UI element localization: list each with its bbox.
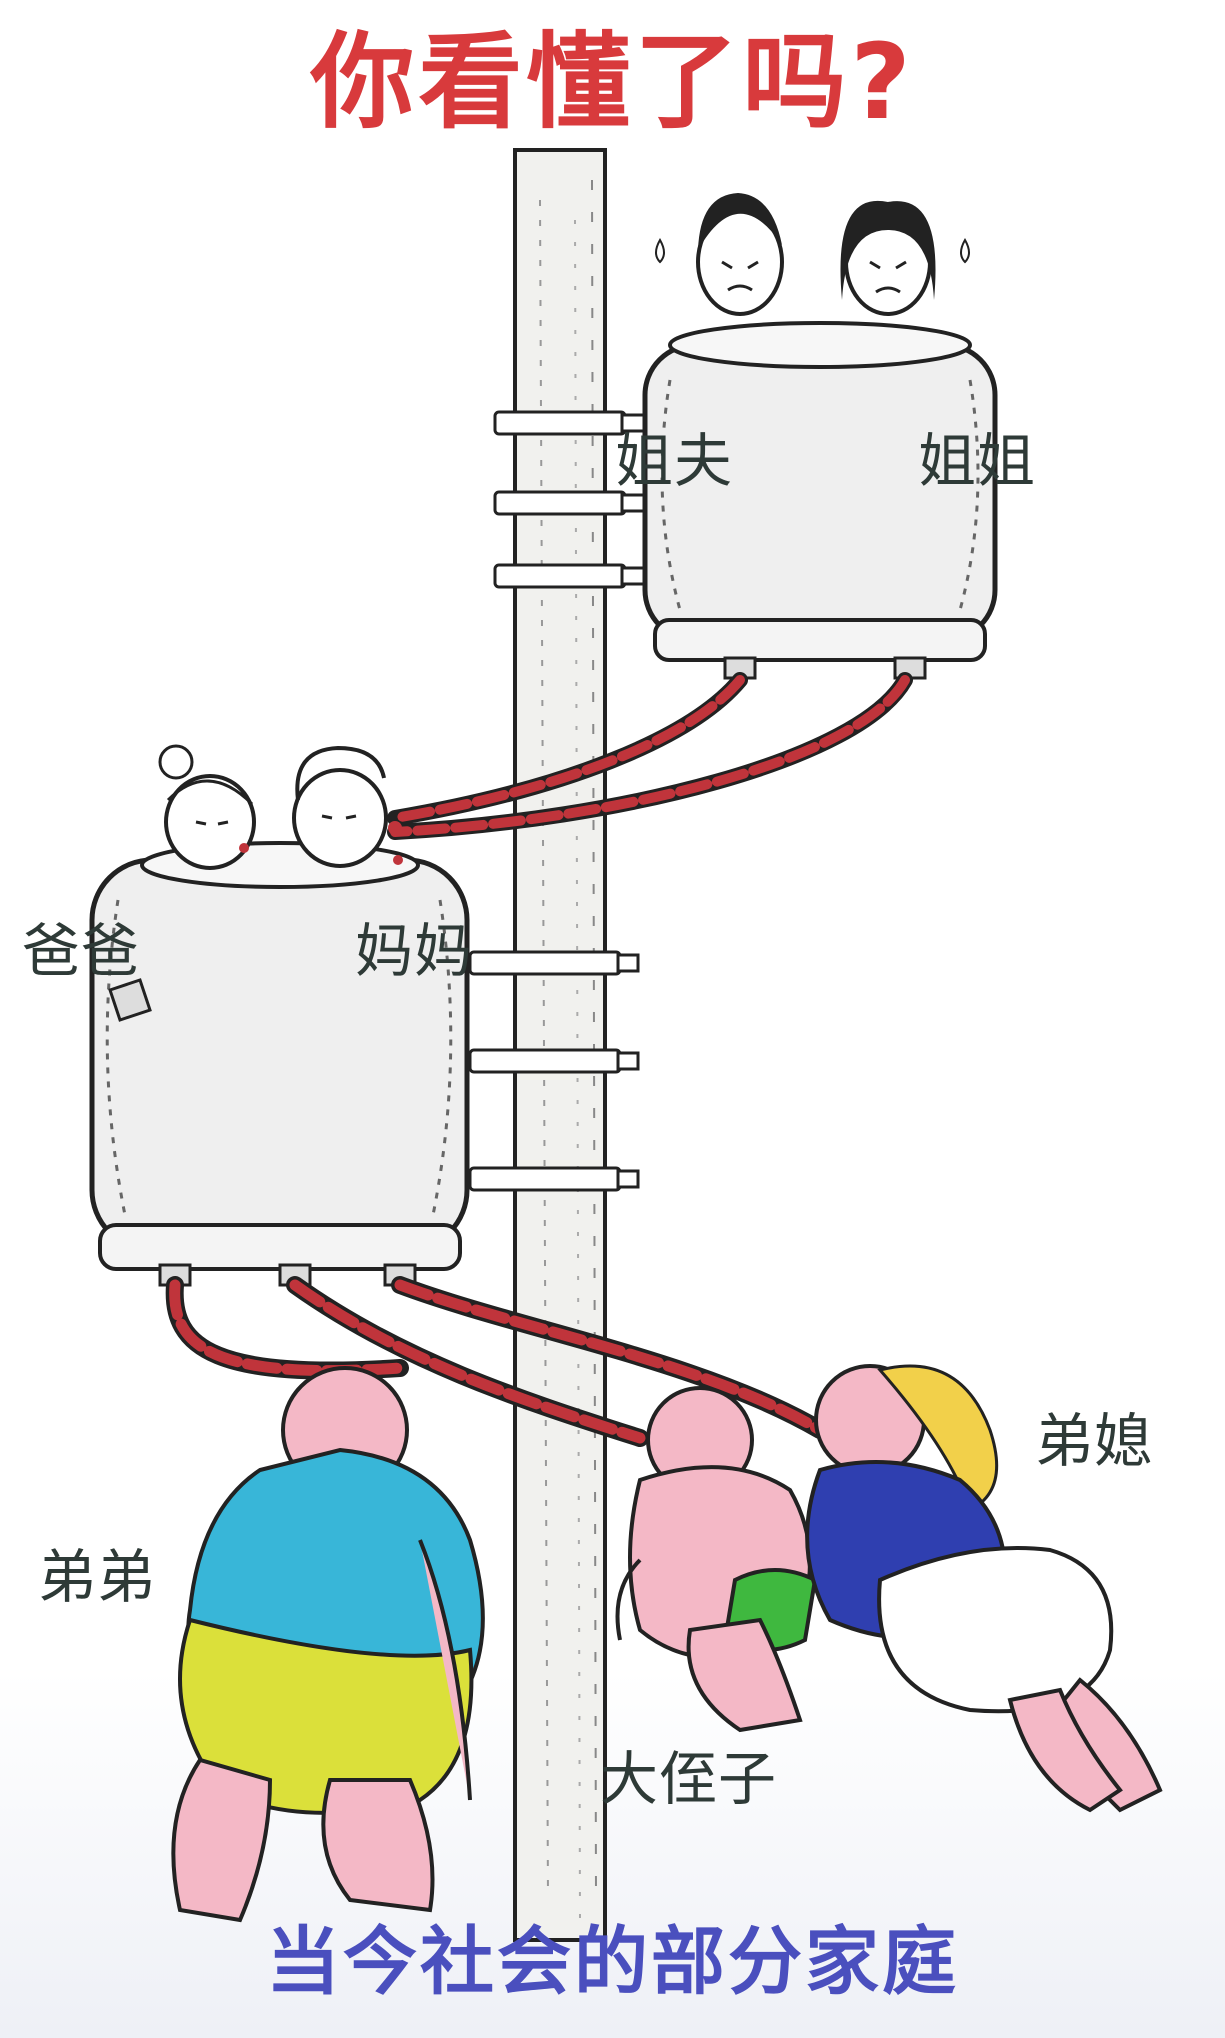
label-brother-in-law: 姐夫 xyxy=(615,427,734,495)
mother-head xyxy=(158,744,256,870)
upper-tank-clamps xyxy=(493,410,646,589)
upper-water-tank xyxy=(642,321,998,680)
lower-water-tank xyxy=(89,841,470,1287)
utility-pole xyxy=(513,148,607,1942)
label-mother: 妈妈 xyxy=(355,917,474,985)
father-head xyxy=(292,745,403,868)
label-sister: 姐姐 xyxy=(918,427,1037,495)
label-nephew: 大侄子 xyxy=(600,1745,778,1813)
label-father: 爸爸 xyxy=(22,917,141,985)
page-title: 你看懂了吗? xyxy=(310,21,915,143)
brother-in-law-head xyxy=(655,193,784,316)
pipes-upper xyxy=(387,672,913,840)
lower-tank-clamps xyxy=(468,950,640,1192)
label-brother: 弟弟 xyxy=(38,1543,157,1611)
nephew-figure xyxy=(615,1386,818,1733)
brothers-wife-figure xyxy=(805,1364,1163,1813)
caption: 当今社会的部分家庭 xyxy=(266,1919,959,2005)
label-brothers-wife: 弟媳 xyxy=(1035,1407,1154,1475)
sister-head xyxy=(840,200,970,316)
brother-figure xyxy=(171,1366,485,1923)
